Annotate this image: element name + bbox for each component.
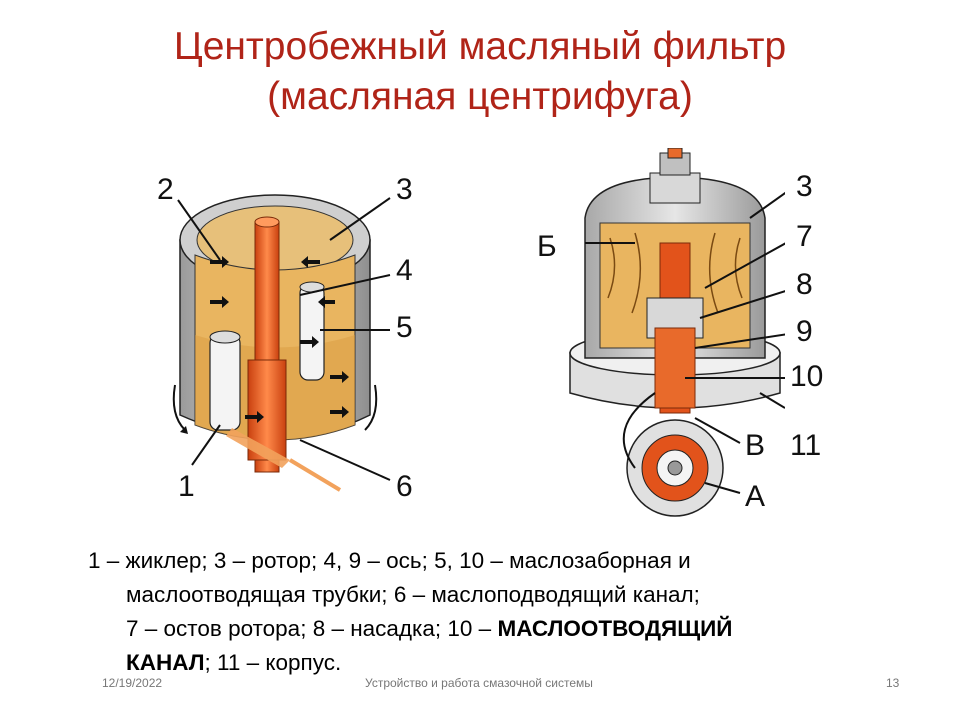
title-line-2: (масляная центрифуга) [267, 75, 693, 118]
right-centrifuge-illustration [569, 148, 785, 517]
left-label-5: 5 [396, 311, 413, 344]
caption-line-3: 7 – остов ротора; 8 – насадка; 10 – МАСЛ… [88, 612, 888, 646]
caption-line-4-bold: КАНАЛ [126, 650, 205, 675]
footer-date: 12/19/2022 [102, 676, 163, 690]
right-label-3: 3 [796, 170, 813, 203]
left-label-1: 1 [178, 470, 195, 503]
slide-title: Центробежный масляный фильтр (масляная ц… [0, 22, 960, 122]
caption-line-4: КАНАЛ; 11 – корпус. [88, 646, 888, 680]
right-label-a: А [745, 480, 766, 513]
right-label-11: 11 [790, 429, 822, 462]
right-label-b: Б [537, 230, 557, 263]
left-label-3: 3 [396, 173, 413, 206]
caption-line-3-text: 7 – остов ротора; 8 – насадка; 10 – [126, 616, 498, 641]
right-label-v: В [745, 429, 766, 462]
caption-line-3-bold: МАСЛООТВОДЯЩИЙ [497, 616, 733, 641]
left-centrifuge-illustration [172, 194, 391, 492]
right-label-8: 8 [796, 268, 813, 301]
caption-line-4-text: ; 11 – корпус. [204, 650, 342, 675]
caption-line-1: 1 – жиклер; 3 – ротор; 4, 9 – ось; 5, 10… [88, 548, 691, 573]
left-label-2: 2 [157, 173, 174, 206]
page-number: 13 [886, 676, 900, 690]
left-label-6: 6 [396, 470, 413, 503]
left-label-4: 4 [396, 254, 413, 287]
title-line-1: Центробежный масляный фильтр [173, 25, 787, 68]
right-label-10: 10 [790, 360, 824, 393]
caption-line-2: маслоотводящая трубки; 6 – маслоподводящ… [126, 582, 700, 607]
right-label-7: 7 [796, 220, 813, 253]
footer-title: Устройство и работа смазочной системы [365, 676, 593, 690]
right-label-9: 9 [796, 315, 813, 348]
legend-caption: 1 – жиклер; 3 – ротор; 4, 9 – ось; 5, 10… [88, 544, 888, 680]
